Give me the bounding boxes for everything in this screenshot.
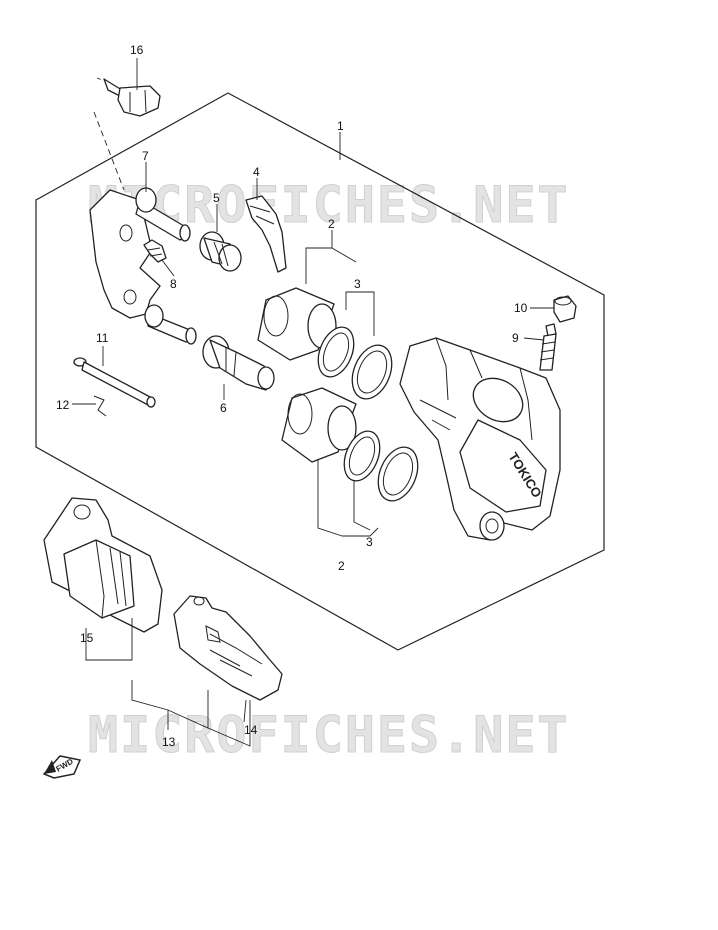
watermark-bottom: MICROFICHES.NET	[88, 706, 570, 764]
brake-pad-part-14[interactable]	[173, 595, 283, 701]
callout-13: 13	[162, 735, 176, 749]
callout-3-lower: 3	[366, 535, 373, 549]
callout-10: 10	[514, 301, 528, 315]
callout-2-upper: 2	[328, 217, 335, 231]
brake-pad-part-15[interactable]	[43, 497, 163, 633]
piston-part-2-lower[interactable]	[281, 387, 357, 463]
clip-pin-part-12[interactable]	[93, 395, 107, 417]
callout-3-upper: 3	[354, 277, 361, 291]
caliper-body-part-1[interactable]: TOKICO	[399, 337, 561, 541]
callout-12: 12	[56, 398, 70, 412]
leader-lines	[72, 58, 554, 747]
sleeve-part-6[interactable]	[202, 335, 275, 391]
bleeder-part-9[interactable]	[539, 323, 557, 371]
callout-6: 6	[220, 401, 227, 415]
pad-spring-part-4[interactable]	[245, 195, 287, 273]
boot-part-5[interactable]	[199, 231, 242, 272]
callout-1: 1	[337, 119, 344, 133]
callout-16: 16	[130, 43, 144, 57]
assembly-outline	[35, 92, 605, 651]
callout-2-lower: 2	[338, 559, 345, 573]
pin-part-11[interactable]	[73, 357, 156, 408]
seal-part-3-upper[interactable]	[311, 322, 399, 405]
callout-8: 8	[170, 277, 177, 291]
callout-14: 14	[244, 723, 258, 737]
callout-5: 5	[213, 191, 220, 205]
callout-9: 9	[512, 331, 519, 345]
forward-arrow: FWD	[42, 755, 82, 779]
callout-11: 11	[96, 331, 109, 345]
clip-part-8[interactable]	[143, 239, 167, 263]
bolt-part-16[interactable]	[96, 77, 161, 117]
bracket-part-7[interactable]	[89, 187, 197, 345]
callout-7: 7	[142, 149, 149, 163]
seal-part-3-lower[interactable]	[337, 426, 425, 507]
cap-part-10[interactable]	[553, 295, 577, 323]
callout-15: 15	[80, 631, 94, 645]
callout-4: 4	[253, 165, 260, 179]
dash-line-bolt	[93, 111, 125, 191]
